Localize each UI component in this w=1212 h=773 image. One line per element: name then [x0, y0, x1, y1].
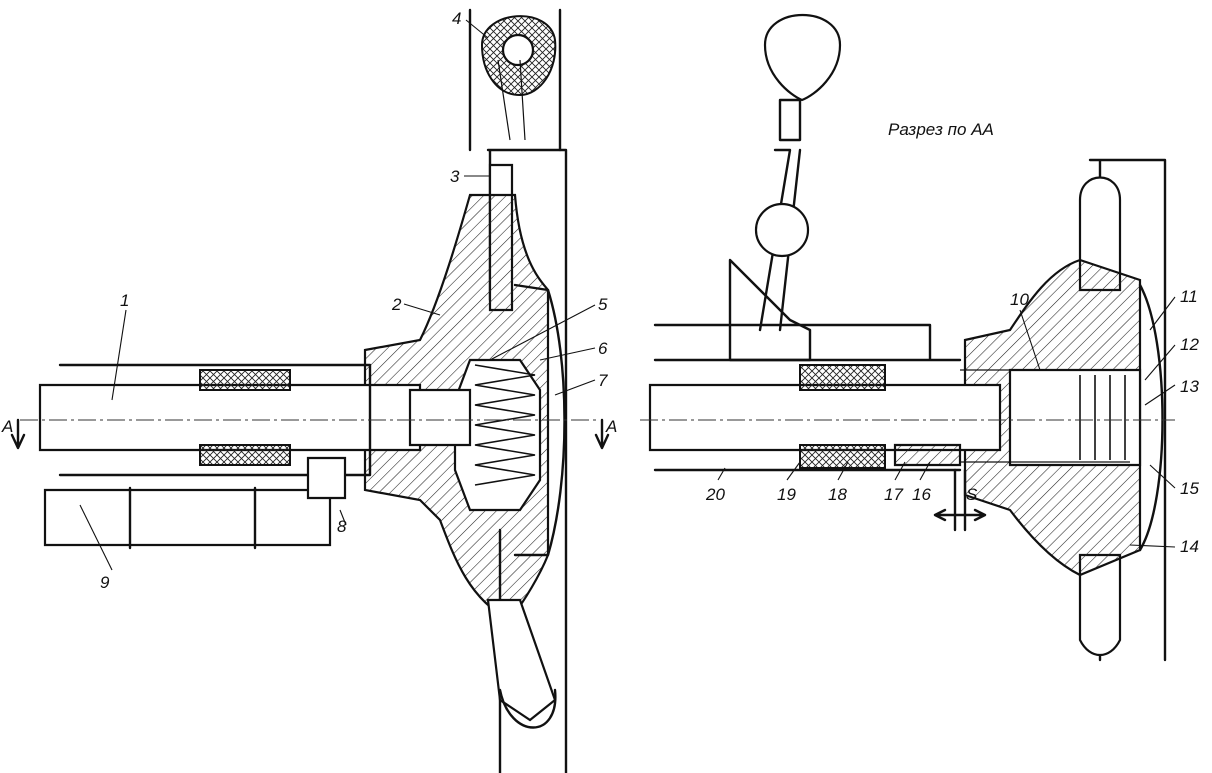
wire-10: [960, 369, 1130, 463]
horn-spring-6: [474, 364, 536, 486]
lever-knob: [763, 14, 842, 102]
lever-bracket: [728, 258, 812, 362]
sleeve-16: [893, 443, 962, 467]
shaft-nut: [408, 388, 472, 447]
lower-spoke-end: [498, 688, 557, 729]
callout-6: 6: [598, 339, 608, 358]
hub-cover-7: [513, 283, 566, 557]
bushing-left-lower: [199, 444, 291, 466]
callout-19: 19: [777, 485, 796, 504]
bushing-left: [199, 369, 291, 391]
callout-1: 1: [120, 291, 129, 310]
hub-cavity-right: [1008, 368, 1142, 467]
left-view: [10, 8, 610, 773]
rim-knob-core: [501, 33, 535, 67]
section-title: Разрез по АА: [888, 120, 994, 139]
hub-cover-11: [1138, 283, 1164, 552]
section-mark-right: A: [605, 417, 617, 436]
lower-spoke: [486, 598, 557, 722]
spoke-rod-upper: [497, 59, 526, 141]
callout-17: 17: [884, 485, 903, 504]
callout-8: 8: [337, 517, 347, 536]
callout-11: 11: [1180, 287, 1198, 306]
rim-top-section: [468, 8, 562, 152]
callout-9: 9: [100, 573, 110, 592]
section-mark-left: A: [1, 417, 13, 436]
switch-tube-9: [43, 488, 332, 547]
callout-7: 7: [598, 371, 608, 390]
callout-18: 18: [828, 485, 847, 504]
callout-20: 20: [705, 485, 725, 504]
leader-lines: [79, 19, 1176, 571]
right-view: [640, 14, 1175, 662]
shaft-right: [648, 383, 1002, 452]
callout-10: 10: [1010, 290, 1029, 309]
lower-spoke-right: [1078, 553, 1122, 656]
callout-15: 15: [1180, 479, 1199, 498]
dimension-s-label: S: [966, 485, 978, 504]
terminal-screw-8: [306, 456, 347, 500]
switch-block: [128, 486, 257, 550]
bushing-18-lower: [799, 444, 886, 469]
labels: Разрез по АА A A S 1 2 3 4 5 6 7 8 9 10 …: [1, 9, 1199, 592]
callout-14: 14: [1180, 537, 1199, 556]
callout-4: 4: [452, 9, 461, 28]
steering-shaft-1: [38, 383, 422, 452]
callout-2: 2: [391, 295, 402, 314]
bushing-18: [799, 364, 886, 391]
column-tube-20: [653, 323, 962, 472]
lever-pivot: [754, 202, 810, 258]
callout-12: 12: [1180, 335, 1199, 354]
callout-3: 3: [450, 167, 460, 186]
section-arrow-right: [594, 418, 610, 450]
dimension-s: [933, 468, 987, 532]
callout-5: 5: [598, 295, 608, 314]
section-arrow-left: [10, 418, 26, 450]
upper-spoke-right: [1078, 176, 1122, 292]
callout-13: 13: [1180, 377, 1199, 396]
contact-ring-12: [1079, 375, 1126, 460]
callout-16: 16: [912, 485, 931, 504]
